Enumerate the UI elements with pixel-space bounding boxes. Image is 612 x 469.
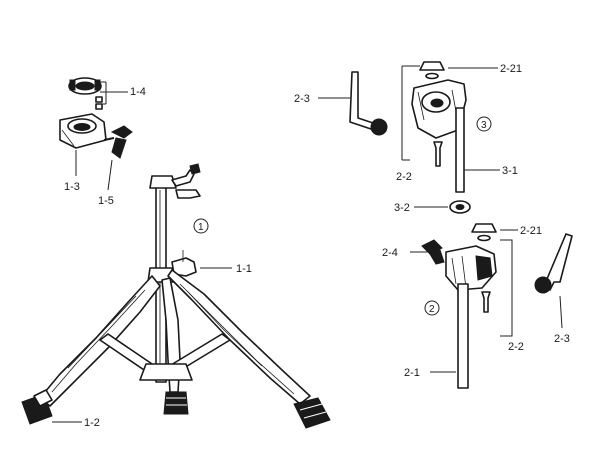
- clamp-parts-group: [59, 77, 133, 191]
- wing-bolt-2-4: [421, 239, 445, 265]
- assembly-3-marker: [476, 116, 492, 132]
- label-1-3: 1-3: [64, 181, 80, 193]
- assembly-1-marker: [193, 218, 209, 234]
- small-nut-2: [95, 103, 103, 110]
- label-1-4: 1-4: [130, 86, 146, 98]
- label-1-5: 1-5: [98, 195, 114, 207]
- assembly-3-group: [318, 61, 500, 214]
- rubber-foot-center: [163, 391, 189, 415]
- label-2-3-top: 2-3: [294, 93, 310, 105]
- wing-nut-2-21-top: [419, 61, 445, 71]
- label-2-3-bottom: 2-3: [554, 333, 570, 345]
- wing-nut-2-21-bottom: [471, 223, 497, 233]
- assembly-number-1: 1: [198, 222, 204, 233]
- assembly-2-marker: [424, 300, 440, 316]
- small-nut: [95, 96, 103, 103]
- tube-2-1: [457, 283, 469, 389]
- label-2-2-bottom: 2-2: [508, 341, 524, 353]
- label-2-21-bottom: 2-21: [520, 225, 542, 237]
- label-1-1: 1-1: [236, 263, 252, 275]
- assembly-2-group: [410, 223, 573, 389]
- rod-with-knob-2-3-top: [349, 71, 388, 136]
- assembly-number-2: 2: [429, 304, 435, 315]
- assembly-number-3: 3: [481, 120, 487, 131]
- top-clamp: [149, 175, 177, 189]
- rod-with-knob-2-3-bottom: [534, 233, 573, 294]
- lower-hub: [139, 363, 193, 381]
- label-1-2: 1-2: [84, 417, 100, 429]
- wing-bolt-1-5: [103, 125, 133, 159]
- label-2-21-top: 2-21: [500, 63, 522, 75]
- label-2-1: 2-1: [404, 367, 420, 379]
- bolt-bottom: [481, 291, 491, 313]
- bolt-top: [433, 141, 443, 167]
- tripod-stand: [21, 163, 331, 429]
- left-leg: [39, 275, 161, 407]
- label-2-4: 2-4: [382, 247, 398, 259]
- right-leg: [167, 269, 311, 405]
- label-3-1: 3-1: [502, 165, 518, 177]
- rubber-foot-left: [21, 389, 53, 425]
- rubber-foot-right: [293, 397, 331, 429]
- label-2-2-top: 2-2: [396, 171, 412, 183]
- label-3-2: 3-2: [394, 202, 410, 214]
- rod-3-1: [455, 107, 465, 193]
